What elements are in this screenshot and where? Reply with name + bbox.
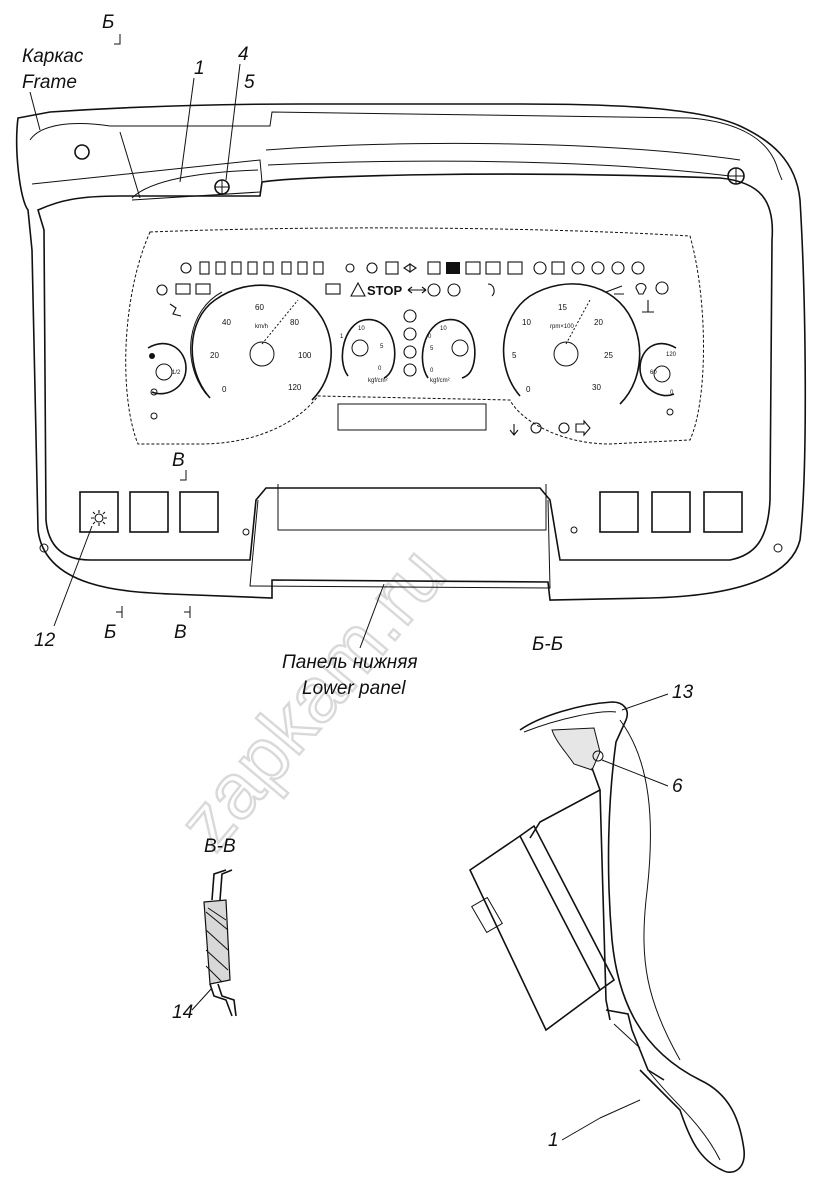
fuel-tick-half: 1/2 [172,370,181,376]
callout-1-top: 1 [179,58,205,183]
speedo-tick-20: 20 [210,351,219,360]
tacho-tick-25: 25 [604,351,613,360]
svg-text:Б: Б [102,12,114,33]
svg-text:1: 1 [194,58,205,79]
lower-panel-label-ru: Панель нижняя [282,652,418,673]
press-left-tick-0: 0 [378,366,382,372]
section-vv-title: В-В [204,836,236,857]
middle-lamp-column [403,309,417,377]
section-mark-vv-bottom: В [174,606,191,643]
frame-outline [15,103,807,601]
callout-12: 12 [34,525,93,651]
speedo-tick-40: 40 [222,318,231,327]
lower-panel-label: Панель нижняя Lower panel [282,583,418,699]
speedometer: 0 20 40 60 80 100 120 km/h [190,284,332,401]
lower-panel [249,484,551,589]
temp-tick-0: 0 [670,390,674,396]
speedo-unit: km/h [255,324,268,330]
frame-label-ru: Каркас [22,46,84,67]
lower-panel-label-en: Lower panel [302,678,406,699]
warning-lamps-row-2: STOP [156,281,669,317]
svg-text:5: 5 [244,72,255,93]
stop-lamp-label: STOP [367,283,402,298]
section-mark-bb-bottom: Б [104,606,123,643]
press-right-tick-0b: 0 [430,368,434,374]
press-left-tick-5: 5 [380,344,384,350]
speedo-tick-120: 120 [288,383,302,392]
callout-13: 13 [621,682,694,711]
hazard-triangle-icon [350,281,366,297]
callout-14: 14 [172,987,213,1023]
svg-text:6: 6 [672,776,683,797]
pressure-gauge-right: 0 10 5 0 kgf/cm² [421,318,476,384]
press-left-tick-1: 1 [340,334,344,340]
press-right-tick-0a: 0 [428,334,432,340]
warning-lamps-row-1 [180,261,645,275]
fuel-gauge: 1/2 [147,342,187,420]
instrument-cluster: STOP 0 20 40 60 80 100 120 km/h [125,227,704,445]
press-right-tick-10: 10 [440,326,447,332]
tacho-tick-20: 20 [594,318,603,327]
press-left-tick-10: 10 [358,326,365,332]
tacho-tick-5: 5 [512,351,517,360]
svg-text:В: В [172,450,185,471]
svg-text:13: 13 [672,682,694,703]
tacho-tick-15: 15 [558,303,567,312]
turn-indicator-lamps [509,419,591,437]
svg-text:Б: Б [104,622,116,643]
frame-label-en: Frame [22,72,77,93]
svg-text:1: 1 [548,1130,559,1151]
tacho-unit: rpm×100 [550,324,575,330]
svg-text:В: В [174,622,187,643]
callout-4: 4 [225,44,249,181]
callout-6: 6 [601,759,683,797]
section-mark-bb-top: Б [102,12,121,45]
tachometer: 0 5 10 15 20 25 30 rpm×100 [502,283,641,405]
section-vv-view: В-В 14 [172,836,237,1023]
tacho-tick-0: 0 [526,385,531,394]
callout-1-bottom: 1 [548,1099,641,1151]
switch-block-left [79,491,219,533]
temp-tick-120: 120 [666,352,677,358]
section-bb-title: Б-Б [532,634,563,655]
speedo-tick-100: 100 [298,351,312,360]
switch-block-right [599,491,743,533]
callout-5: 5 [244,72,255,93]
press-right-unit: kgf/cm² [430,378,450,384]
temperature-gauge: 120 60 0 [639,342,677,416]
pressure-gauge-left: 1 10 5 0 kgf/cm² [340,318,396,384]
tacho-tick-10: 10 [522,318,531,327]
press-left-unit: kgf/cm² [368,378,388,384]
section-mark-vv-mid: В [172,450,187,481]
temp-tick-60: 60 [650,370,657,376]
svg-text:12: 12 [34,630,56,651]
svg-text:4: 4 [238,44,249,65]
svg-text:14: 14 [172,1002,193,1023]
section-bb-view: Б-Б 13 6 1 [468,634,745,1174]
speedo-tick-0: 0 [222,385,227,394]
press-right-tick-5: 5 [430,346,434,352]
frame-label: Каркас Frame [22,46,84,131]
speedo-tick-60: 60 [255,303,264,312]
speedo-tick-80: 80 [290,318,299,327]
tacho-tick-30: 30 [592,383,601,392]
sun-icon [91,510,107,526]
